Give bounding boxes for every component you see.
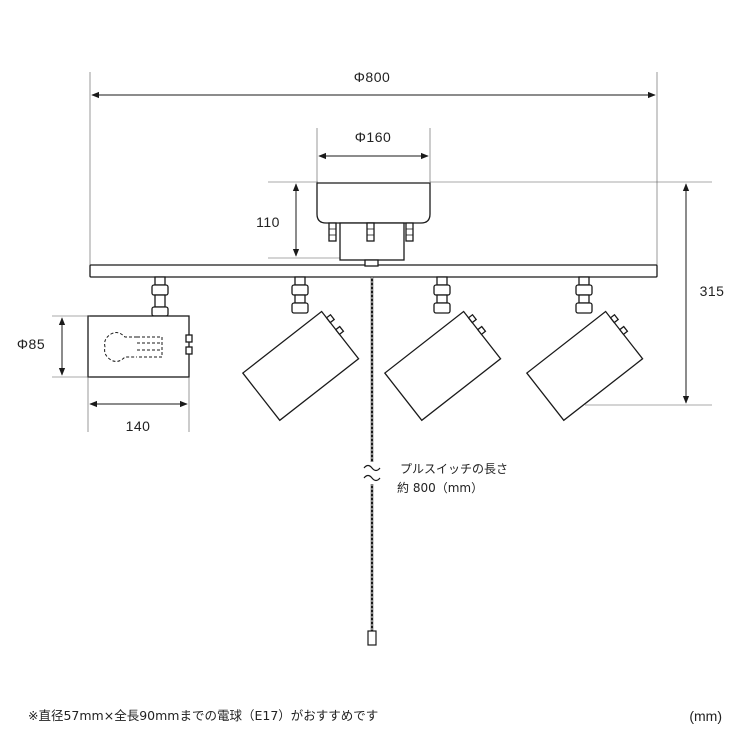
overall-width-dimension: Φ800 [89,69,658,265]
spotlight-2-shade [383,310,502,422]
shade-length-dimension: 140 [87,377,190,434]
mounting-bar [89,264,658,278]
spotlight-3 [525,276,644,422]
ceiling-canopy [316,182,431,261]
shade-length-label: 140 [126,418,151,434]
total-height-label: 315 [700,283,725,299]
bulb-recommendation-note: ※直径57mm×全長90mmまでの電球（E17）がおすすめです [28,708,378,723]
total-height-dimension: 315 [430,181,725,406]
pull-switch-knob[interactable] [367,630,377,646]
spotlight-1-shade [241,310,360,422]
shade-diameter-label: Φ85 [17,336,45,352]
spotlight-1 [241,276,360,422]
pull-switch-cord[interactable] [363,277,381,646]
spotlight-side-view [87,276,193,378]
pull-switch-length-value: 約 800（mm） [397,480,483,495]
canopy-height-dimension: 110 [256,181,345,259]
shade-diameter-dimension: Φ85 [17,315,90,378]
spotlight-shade-side [87,315,190,378]
unit-label: (mm) [689,708,722,724]
cord-outlet [364,259,379,267]
canopy-bolts [328,222,414,242]
pull-switch-length-label: プルスイッチの長さ [400,462,508,476]
spotlight-2 [383,276,502,422]
spotlight-3-shade [525,310,644,422]
bulb-outline [104,332,163,362]
overall-width-label: Φ800 [354,69,391,85]
canopy-width-label: Φ160 [355,129,392,145]
canopy-height-label: 110 [256,214,280,230]
cord-break-symbol [363,464,381,482]
canopy-width-dimension: Φ160 [316,128,431,182]
